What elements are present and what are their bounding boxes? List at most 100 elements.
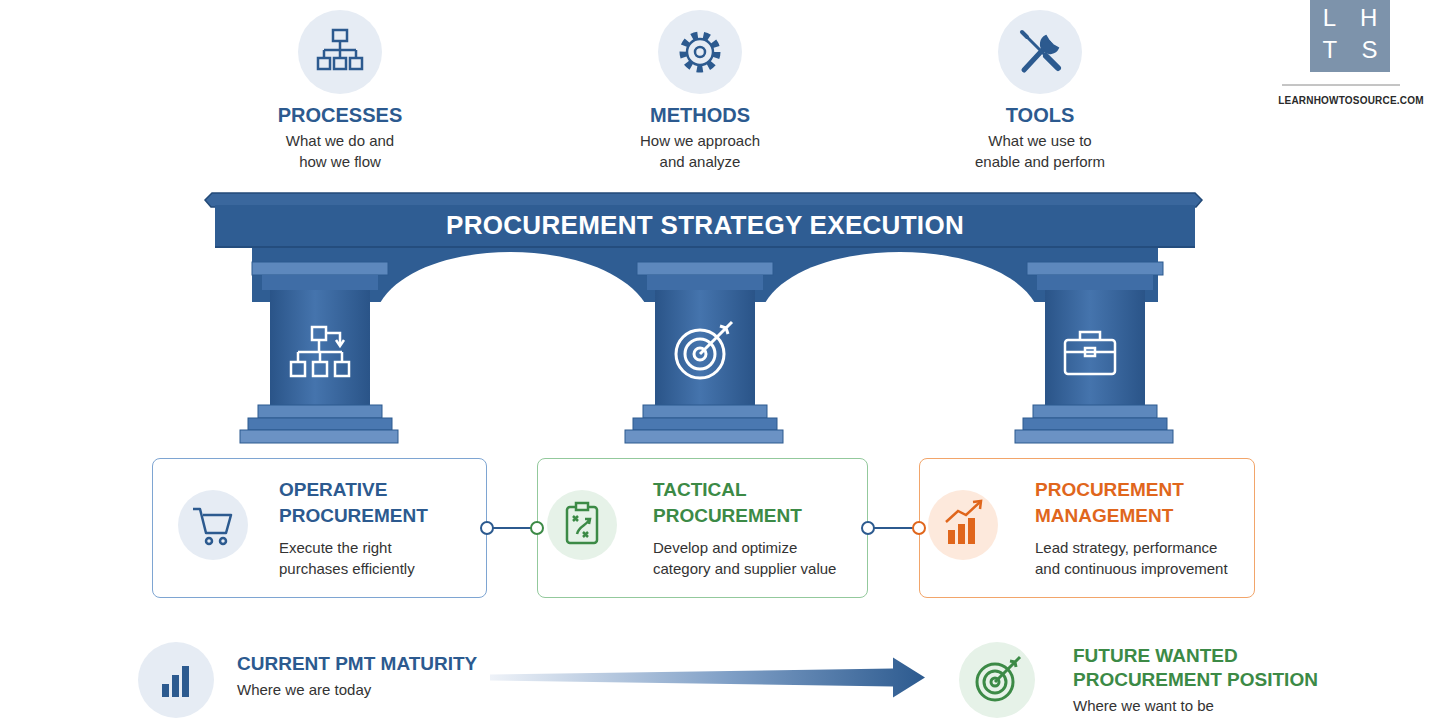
cart-icon — [178, 490, 248, 560]
node-heading: METHODS — [580, 103, 820, 127]
node-text: Where we want to be — [1073, 695, 1355, 716]
pillars — [240, 262, 1173, 443]
tools-icon — [1022, 32, 1058, 70]
clipboard-icon — [573, 516, 578, 521]
node-connector — [862, 522, 925, 534]
clipboard-icon — [547, 490, 617, 560]
pillar-caption: TOOLS What we use to enable and perform — [920, 95, 1160, 177]
connector-end — [862, 522, 874, 534]
target-pillar-icon — [676, 322, 732, 378]
node-heading: TOOLS — [920, 103, 1160, 127]
target-pillar-icon — [700, 328, 726, 354]
pillar-caption: METHODS How we approach and analyze — [580, 95, 820, 177]
clipboard-icon — [585, 519, 590, 524]
pillars — [1015, 262, 1173, 443]
node-text: Execute the right purchases efficiently — [279, 537, 456, 579]
node-heading: L H T S — [1310, 0, 1390, 66]
connector-end — [913, 522, 925, 534]
tools-icon — [1041, 36, 1058, 53]
gear-icon — [683, 35, 717, 69]
tools-icon — [1026, 36, 1046, 56]
progress-arrow — [490, 658, 925, 698]
cart-icon — [178, 490, 248, 560]
bar-chart-icon — [182, 666, 189, 697]
node-heading: PROCUREMENT STRATEGY EXECUTION — [215, 205, 1195, 246]
flowchart-pillar-icon — [297, 352, 300, 362]
node-text: Lead strategy, performance and continuou… — [1035, 537, 1244, 579]
clipboard-icon — [567, 507, 597, 543]
org-chart-icon — [339, 41, 342, 50]
target-icon — [1010, 657, 1020, 667]
gear-icon — [687, 39, 713, 65]
node-heading: TACTICAL PROCUREMENT — [653, 477, 857, 529]
cart-icon — [193, 509, 231, 533]
pillar-caption: PROCESSES What we do and how we flow — [220, 95, 460, 177]
toolbox-pillar-icon — [1085, 348, 1095, 356]
pillars — [625, 262, 783, 443]
gear-icon — [695, 47, 705, 57]
tools-icon — [1022, 32, 1027, 37]
clipboard-icon — [577, 520, 589, 534]
pillars — [240, 262, 398, 443]
growth-chart-icon — [948, 530, 955, 544]
connector-end — [531, 522, 543, 534]
connector-line — [487, 527, 537, 529]
growth-chart-icon — [968, 518, 975, 544]
arrow-body — [490, 658, 925, 698]
bridge-structure — [765, 252, 1035, 303]
flowchart-pillar-icon — [319, 352, 322, 362]
flowchart-pillar-icon — [291, 362, 305, 376]
logo-block — [1310, 0, 1390, 72]
top-icon-circles — [998, 10, 1082, 94]
top-icon-circles — [298, 10, 382, 94]
toolbox-pillar-icon — [1065, 332, 1115, 374]
node-text: How we approach and analyze — [630, 130, 770, 172]
clipboard-icon — [547, 490, 617, 560]
flowchart-pillar-icon — [312, 327, 326, 340]
growth-chart-icon — [928, 490, 998, 560]
node-connector — [481, 522, 543, 534]
org-chart-icon — [318, 58, 330, 69]
clipboard-icon — [583, 532, 588, 537]
logo-box: L H T S — [1310, 0, 1390, 72]
tools-icon — [1046, 56, 1058, 68]
growth-chart-icon — [973, 501, 981, 509]
target-icon — [995, 662, 1015, 682]
node-text: Where we are today — [237, 679, 490, 700]
target-pillar-icon — [720, 322, 732, 334]
cart-icon — [220, 538, 226, 544]
bottom-icon-circles — [138, 642, 214, 718]
node-heading: PROCUREMENT MANAGEMENT — [1035, 477, 1244, 529]
flowchart-pillar-icon — [335, 362, 349, 376]
state-item: CURRENT PMT MATURITYWhere we are today — [138, 640, 490, 715]
connector-line — [868, 527, 919, 529]
toolbox-pillar-icon — [1065, 351, 1115, 354]
node-text: What we do and how we flow — [283, 130, 398, 172]
connector-end — [481, 522, 493, 534]
flowchart-pillar-icon — [291, 327, 349, 376]
flowchart-pillar-icon — [313, 362, 327, 376]
target-icon — [977, 657, 1020, 700]
state-item: FUTURE WANTED PROCUREMENT POSITIONWhere … — [925, 636, 1355, 720]
toolbox-pillar-icon — [1080, 332, 1100, 340]
bar-chart-icon — [172, 675, 179, 697]
org-chart-icon — [334, 58, 346, 69]
node-heading: PROCESSES — [220, 103, 460, 127]
flowchart-pillar-icon — [318, 340, 321, 352]
bottom-icon-circles — [138, 642, 1035, 718]
growth-chart-icon — [928, 490, 998, 560]
site-label: LEARNHOWTOSOURCE.COM — [1276, 95, 1426, 106]
growth-chart-icon — [946, 502, 980, 522]
org-chart-icon — [318, 30, 362, 69]
node-text: What we use to enable and perform — [968, 130, 1113, 172]
logo-block — [1282, 0, 1400, 85]
flowchart-pillar-icon — [336, 340, 344, 346]
clipboard-icon — [576, 503, 588, 510]
org-chart-icon — [333, 30, 347, 41]
bottom-icon-circles — [959, 642, 1035, 718]
top-icon-circles — [298, 10, 1082, 94]
bar-chart-icon — [162, 666, 189, 697]
